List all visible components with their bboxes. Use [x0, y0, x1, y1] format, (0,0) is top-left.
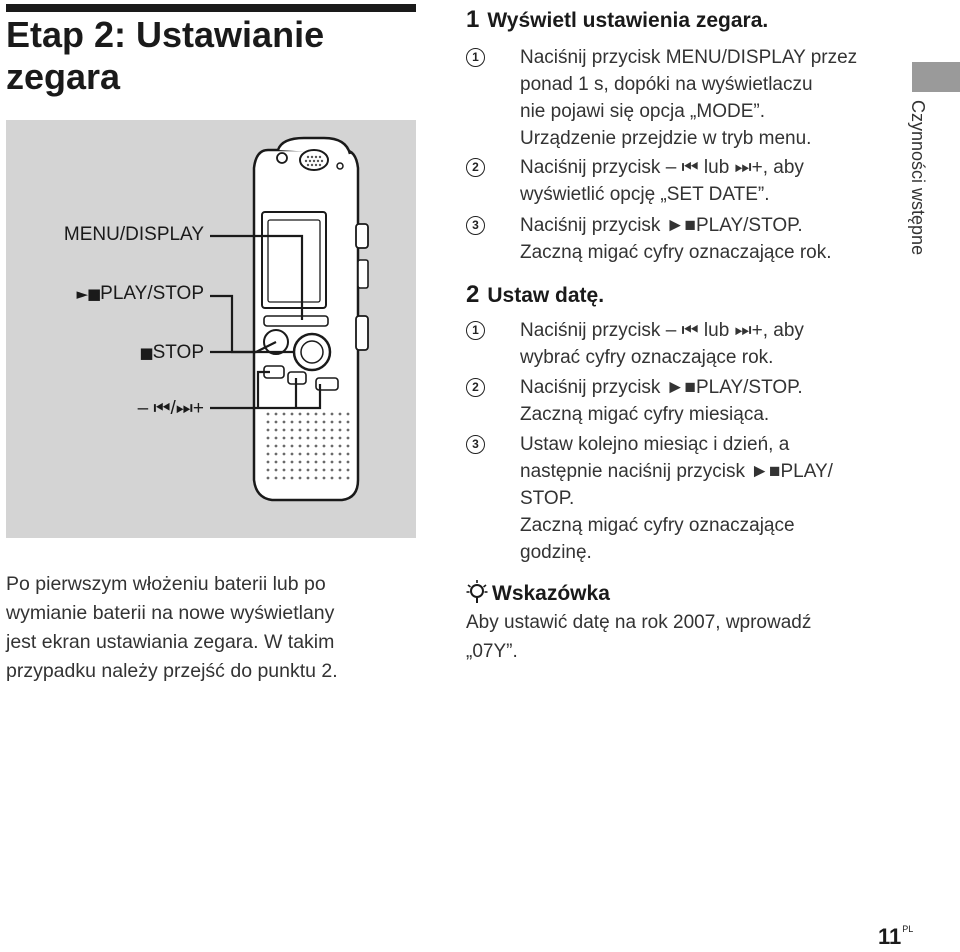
step-line: Naciśnij przycisk ►■PLAY/STOP.: [520, 215, 803, 236]
step-1-number: 1: [466, 6, 480, 33]
voice-recorder-drawing: [210, 136, 369, 502]
step-line: godzinę.: [520, 542, 592, 563]
top-rule: [6, 4, 416, 12]
callout-stop-label: STOP: [152, 342, 204, 363]
step-line: Naciśnij przycisk MENU/DISPLAY przez: [520, 47, 858, 68]
device-illustration: MENU/DISPLAY ►■PLAY/STOP ■STOP – ⏮/⏭+: [6, 120, 416, 538]
step-line: Zaczną migać cyfry miesiąca.: [520, 404, 770, 425]
step-line: Naciśnij przycisk – ⏮ lub ⏭+, aby: [520, 320, 804, 341]
tip-line-1: Aby ustawić datę na rok 2007, wprowadź: [466, 612, 812, 633]
step-marker: 2: [466, 158, 485, 177]
intro-paragraph: Po pierwszym włożeniu baterii lub po wym…: [6, 570, 416, 686]
intro-line-4: przypadku należy przejść do punktu 2.: [6, 660, 338, 682]
intro-line-3: jest ekran ustawiania zegara. W takim: [6, 631, 335, 653]
step-marker: 1: [466, 321, 485, 340]
callout-skip: – ⏮/⏭+: [66, 398, 204, 420]
step-line: nie pojawi się opcja „MODE”.: [520, 101, 765, 122]
step-line: wybrać cyfry oznaczające rok.: [520, 347, 774, 368]
stop-icon: ■: [139, 344, 153, 362]
step-line: Naciśnij przycisk ►■PLAY/STOP.: [520, 377, 803, 398]
section-tab-marker: [912, 62, 960, 92]
step-line: Ustaw kolejno miesiąc i dzień, a: [520, 434, 790, 455]
play-stop-icon: ►■: [76, 285, 101, 303]
step-line: następnie naciśnij przycisk ►■PLAY/: [520, 461, 833, 482]
tip-heading: Wskazówka: [466, 579, 610, 606]
step-line: ponad 1 s, dopóki na wyświetlaczu: [520, 74, 813, 95]
step-marker: 1: [466, 48, 485, 67]
step-marker: 2: [466, 378, 485, 397]
callout-stop: ■STOP: [106, 342, 204, 364]
step-line: Zaczną migać cyfry oznaczające: [520, 515, 795, 536]
callout-menu-display: MENU/DISPLAY: [54, 224, 204, 246]
tip-text: Aby ustawić datę na rok 2007, wprowadź „…: [466, 608, 811, 666]
tip-line-2: „07Y”.: [466, 641, 518, 662]
step-1-heading: 1 Wyświetl ustawienia zegara.: [466, 6, 768, 34]
callout-menu-label: MENU/DISPLAY: [63, 224, 204, 245]
title-line-2: zegara: [6, 56, 121, 97]
step-line: wyświetlić opcję „SET DATE”.: [520, 184, 770, 205]
step-2-number: 2: [466, 281, 480, 308]
section-tab-text: Czynności wstępne: [908, 100, 928, 256]
page-title: Etap 2: Ustawianie zegara: [6, 14, 416, 98]
section-tab-label: Czynności wstępne: [904, 100, 930, 290]
page-number-value: 11: [878, 924, 902, 949]
step-marker: 3: [466, 435, 485, 454]
title-line-1: Etap 2: Ustawianie: [6, 14, 325, 55]
step-2-title: Ustaw datę.: [487, 284, 605, 307]
tip-title: Wskazówka: [492, 582, 610, 605]
step-1-title: Wyświetl ustawienia zegara.: [487, 9, 769, 32]
intro-line-1: Po pierwszym włożeniu baterii lub po: [6, 573, 326, 595]
callout-play-stop: ►■PLAY/STOP: [46, 283, 204, 305]
intro-line-2: wymianie baterii na nowe wyświetlany: [6, 602, 335, 624]
step-line: Zaczną migać cyfry oznaczające rok.: [520, 242, 832, 263]
callout-skip-label: – ⏮/⏭+: [137, 398, 204, 419]
step-marker: 3: [466, 216, 485, 235]
page-number: 11PL: [878, 924, 913, 950]
step-line: Naciśnij przycisk – ⏮ lub ⏭+, aby: [520, 157, 804, 178]
step-line: Urządzenie przejdzie w tryb menu.: [520, 128, 812, 149]
step-line: STOP.: [520, 488, 575, 509]
page-language-code: PL: [902, 924, 914, 934]
lightbulb-icon: [466, 580, 488, 603]
callout-play-label: PLAY/STOP: [100, 283, 204, 304]
step-2-heading: 2 Ustaw datę.: [466, 281, 604, 309]
